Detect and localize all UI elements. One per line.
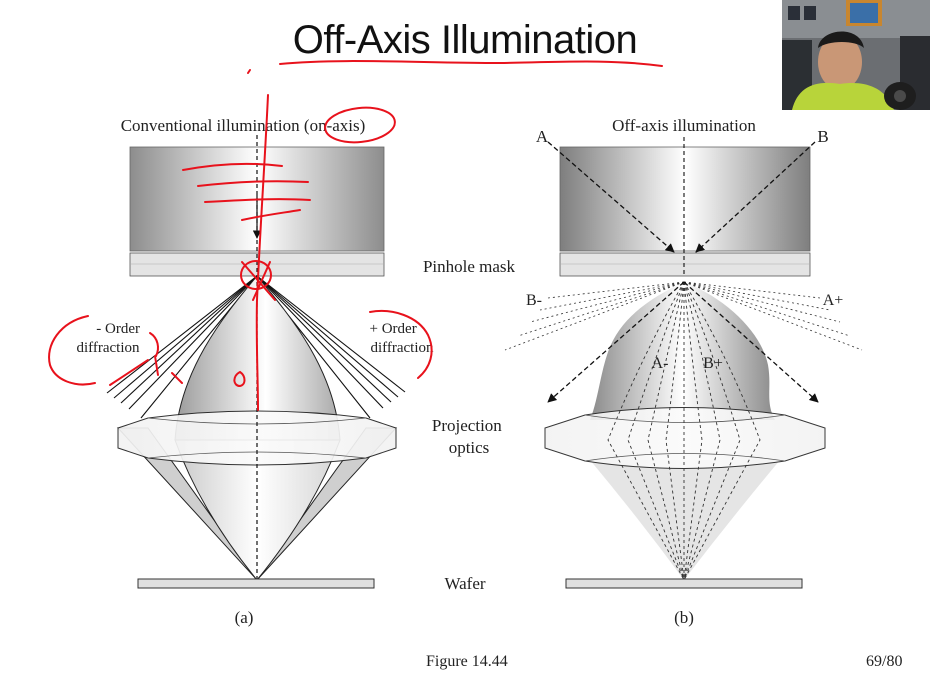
conventional-heading: Conventional illumination (on-axis) [121,116,366,135]
side-fans [504,281,863,351]
label-b-minus: B- [526,292,542,309]
ray-a [547,141,675,253]
projection-lens-right [544,407,826,469]
ray-b-exit [683,281,819,403]
caption-b: (b) [674,608,694,627]
wafer-label: Wafer [444,574,485,593]
neg-order-bracket [48,315,96,386]
webcam-overlay [782,0,930,110]
label-a-minus: A- [652,355,669,372]
illumination-source-right [559,146,811,252]
neg-order-label: - Order diffraction [76,321,143,356]
red-axis-stroke [255,94,269,411]
off-axis-heading: Off-axis illumination [612,116,756,135]
diffraction-rays-left [106,275,406,419]
slide-title: Off-Axis Illumination [292,18,638,62]
off-axis-diagram: Off-axis illumination [504,116,863,627]
ray-a-exit [547,281,685,403]
title-underline [279,60,663,67]
diffraction-rays-right [607,281,761,581]
label-b-plus: B+ [703,355,723,372]
pinhole-circle [240,260,272,290]
figure-label: Figure 14.44 [426,653,508,670]
ray-b [695,141,816,253]
page-number: 69/80 [866,653,903,670]
label-b: B [817,127,828,146]
label-a-plus: A+ [823,292,844,309]
handwritten-annotations [48,60,663,411]
on-axis-circle [324,106,396,144]
caption-a: (a) [235,608,254,627]
pos-order-bracket [369,310,433,379]
pinhole-mask-right [559,252,811,277]
label-a: A [536,127,549,146]
pinhole-mask-label: Pinhole mask [423,257,516,276]
presenter-video [782,0,930,110]
wafer-left [137,578,375,589]
pos-order-label: + Order diffraction [370,321,434,356]
projection-optics-label: Projection optics [432,416,506,457]
wafer-right [565,578,803,589]
conventional-diagram: Conventional illumination (on-axis) [76,116,434,627]
